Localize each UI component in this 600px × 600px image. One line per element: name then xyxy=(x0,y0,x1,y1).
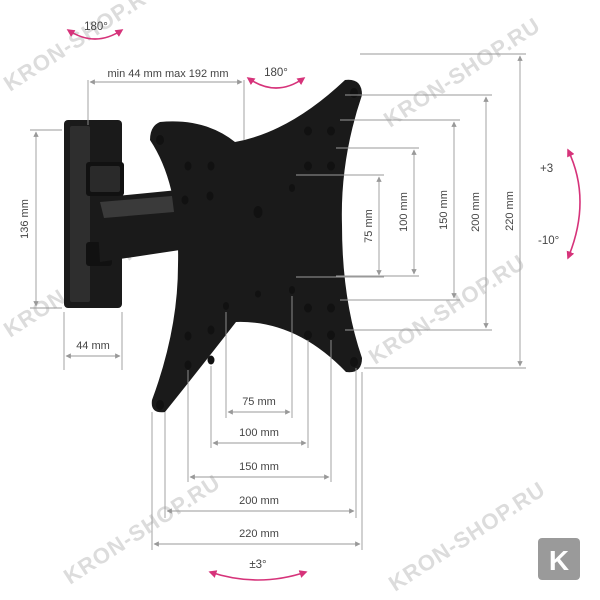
mounting-holes xyxy=(156,88,358,410)
vesa-h-200-label: 200 mm xyxy=(239,495,279,507)
rotation-top-left: 180° xyxy=(66,21,124,40)
vesa-h-75-label: 75 mm xyxy=(242,396,276,408)
wall-height-label: 136 mm xyxy=(19,199,31,239)
vesa-horizontal-dimensions: 75 mm 100 mm 150 mm 200 mm 220 mm xyxy=(151,296,363,550)
badge-letter: K xyxy=(549,545,569,576)
tilt-indicator: +3 -10° xyxy=(538,148,581,260)
rotation-top-left-label: 180° xyxy=(84,21,108,33)
vesa-h-220-label: 220 mm xyxy=(239,528,279,540)
rotation-top-center-label: 180° xyxy=(264,67,288,79)
vesa-h-150-label: 150 mm xyxy=(239,461,279,473)
vesa-v-220-label: 220 mm xyxy=(504,191,516,231)
tilt-down-label: -10° xyxy=(538,235,559,247)
swivel-bottom-label: ±3° xyxy=(249,559,266,571)
vesa-v-150-label: 150 mm xyxy=(438,190,450,230)
watermark-text: KRON-SHOP.RU xyxy=(384,476,550,596)
vesa-v-75-label: 75 mm xyxy=(363,209,375,243)
tilt-up-label: +3 xyxy=(540,163,553,175)
watermark-text: KRON-SHOP.RU xyxy=(59,469,225,589)
watermark-text: KRON-SHOP.RU xyxy=(364,249,530,369)
arm-extension-dimension: min 44 mm max 192 mm xyxy=(87,68,245,140)
arm-extension-label: min 44 mm max 192 mm xyxy=(107,68,228,80)
vesa-v-200-label: 200 mm xyxy=(470,192,482,232)
brand-badge: K xyxy=(538,538,580,580)
vesa-vertical-dimensions: 75 mm 100 mm 150 mm 200 mm 220 mm xyxy=(296,53,526,369)
vesa-h-100-label: 100 mm xyxy=(239,427,279,439)
rotation-top-center: 180° xyxy=(246,67,306,89)
wall-width-label: 44 mm xyxy=(76,340,110,352)
vesa-v-100-label: 100 mm xyxy=(398,192,410,232)
bracket-arm xyxy=(96,190,182,262)
wall-width-dimension: 44 mm xyxy=(63,312,123,370)
swivel-bottom: ±3° xyxy=(208,559,308,581)
wall-height-dimension: 136 mm xyxy=(19,129,62,309)
